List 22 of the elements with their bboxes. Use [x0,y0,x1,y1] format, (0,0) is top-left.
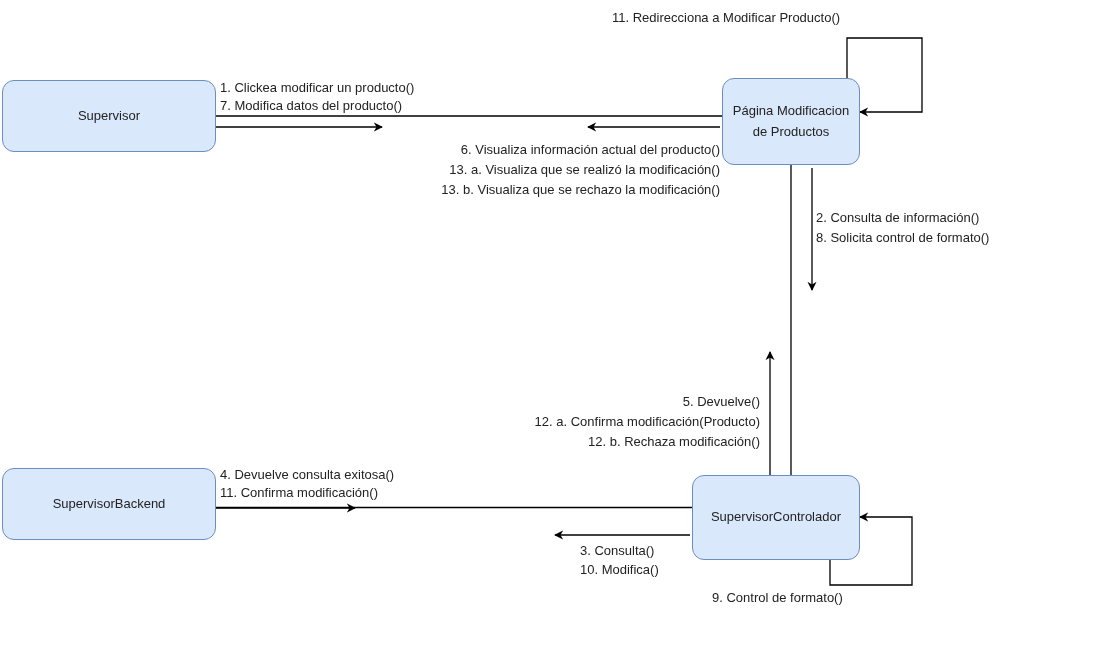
message-label: 10. Modifica() [580,561,659,579]
message-label: 7. Modifica datos del producto() [220,97,403,115]
message-label: 12. a. Confirma modificación(Producto) [534,413,760,431]
object-box: Supervisor [2,80,216,152]
connector [846,37,923,117]
message-label: 13. b. Visualiza que se rechazo la modificación() [441,181,720,199]
message-label: 4. Devuelve consulta exitosa() [220,466,395,484]
message-label: 12. b. Rechaza modificación() [588,433,760,451]
message-label: 2. Consulta de información() [816,209,980,227]
message-label: 3. Consulta() [580,542,655,560]
message-label: 13. a. Visualiza que se realizó la modificación() [449,161,720,179]
connector [215,115,723,117]
message-label: 8. Solicita control de formato() [816,229,990,247]
message-label: 11. Confirma modificación() [220,484,378,502]
object-box: Página Modificacion de Productos [722,78,860,165]
connector [829,512,913,586]
connector [790,164,792,476]
object-box: SupervisorBackend [2,468,216,540]
object-box: SupervisorControlador [692,475,860,560]
message-label: 5. Devuelve() [682,393,760,411]
message-label: 6. Visualiza información actual del producto() [460,141,720,159]
message-label: 1. Clickea modificar un producto() [220,79,415,97]
